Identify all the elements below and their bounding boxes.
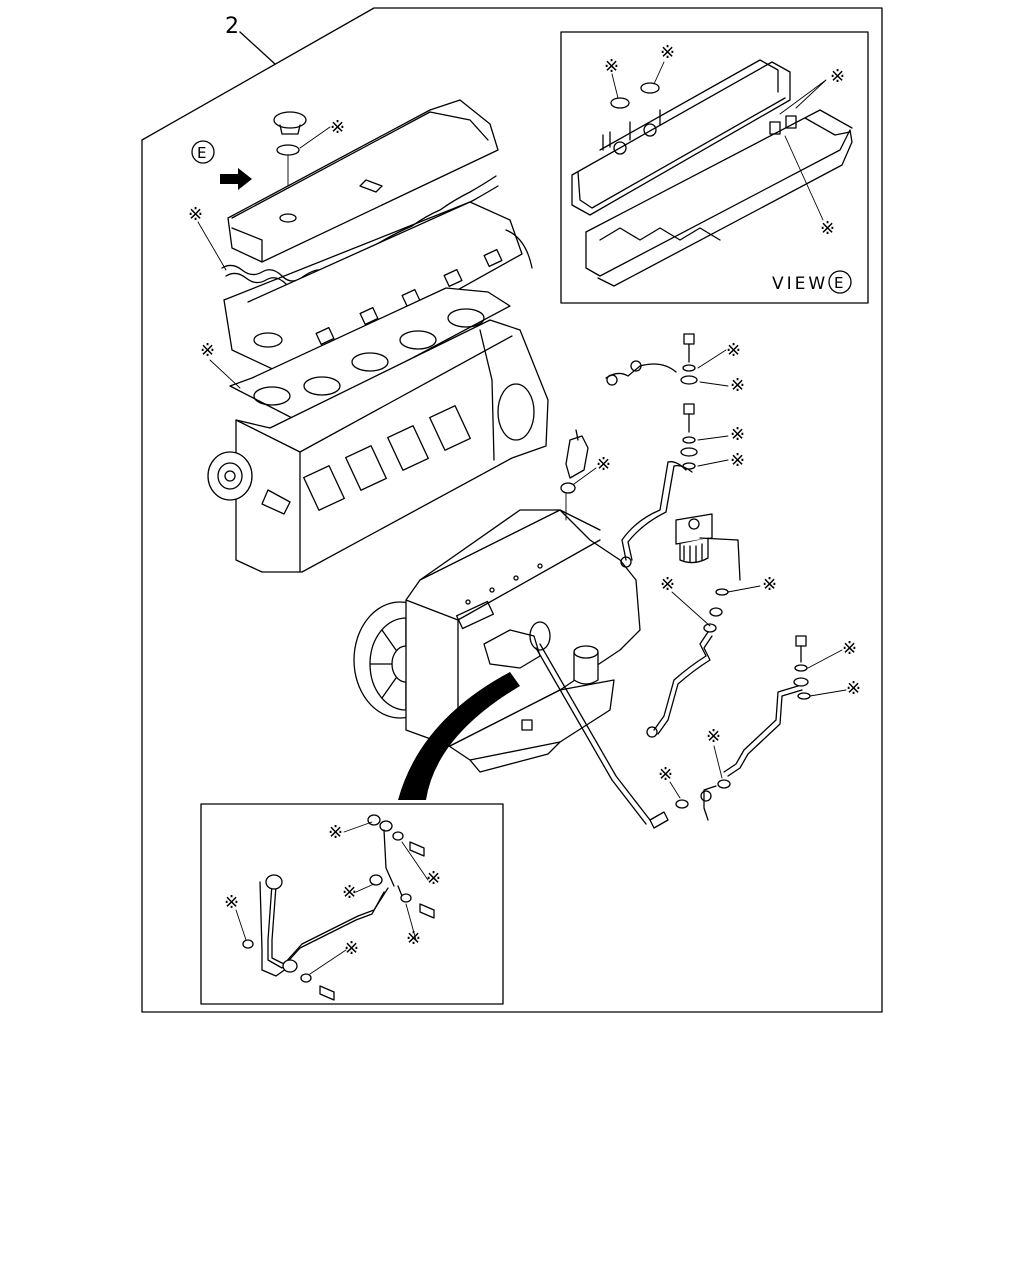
svg-text:E: E [197,144,206,162]
svg-text:※: ※ [730,424,745,445]
svg-text:※: ※ [224,892,239,913]
svg-text:※: ※ [660,574,675,595]
view-direction-arrow [220,168,252,190]
detail-callout-swoosh [398,672,520,800]
svg-text:※: ※ [330,117,345,138]
view-e-inset: ※ ※ ※ ※ VIEW E [560,31,869,304]
view-label-word: VIEW [772,274,828,294]
outer-frame [141,7,883,1013]
svg-text:※: ※ [842,638,857,659]
svg-text:※: ※ [596,454,611,475]
fuel-filter-assembly: ※ ※ ※ ※ ※ ※ [605,333,777,738]
svg-text:※: ※ [658,764,673,785]
fuel-line-detail-inset: ※ ※ ※ ※ ※ ※ [200,803,504,1005]
svg-text:※: ※ [820,218,835,239]
assembled-engine [353,509,641,800]
callout-number: 2 [225,14,239,39]
svg-text:※: ※ [342,882,357,903]
view-marker: E [191,140,252,190]
svg-text:※: ※ [730,375,745,396]
svg-text:※: ※ [706,726,721,747]
upper-engine-exploded: ※ ※ ※ [188,99,549,573]
return-line-assembly: ※ ※ ※ ※ [535,635,861,829]
svg-text:※: ※ [846,678,861,699]
svg-text:※: ※ [730,450,745,471]
svg-text:※: ※ [344,938,359,959]
svg-text:※: ※ [660,42,675,63]
svg-text:※: ※ [830,66,845,87]
svg-text:※: ※ [426,868,441,889]
svg-text:※: ※ [406,928,421,949]
svg-text:※: ※ [726,340,741,361]
view-label-letter: E [834,274,843,292]
svg-text:※: ※ [604,56,619,77]
svg-text:※: ※ [762,574,777,595]
svg-text:※: ※ [328,822,343,843]
injector-parts: ※ [560,429,611,521]
callout-leader [239,31,276,65]
svg-text:※: ※ [200,340,215,361]
svg-text:※: ※ [188,204,203,225]
